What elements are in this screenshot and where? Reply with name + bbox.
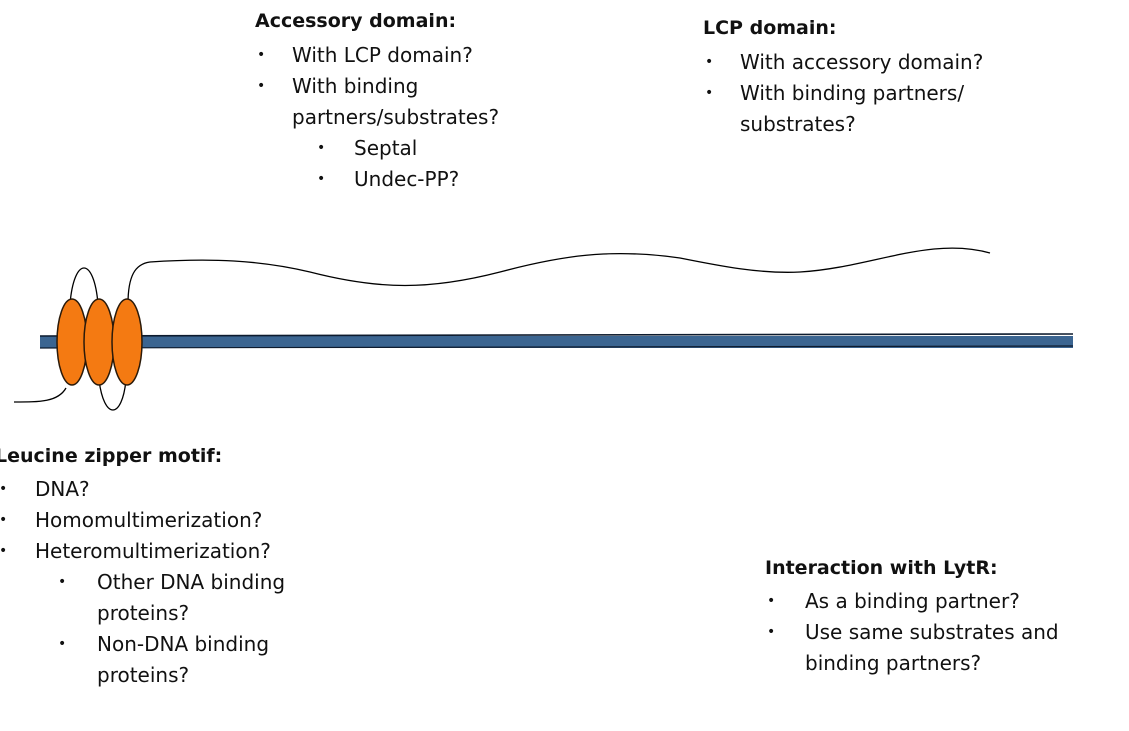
bullet-icon: • [257,47,266,63]
membrane-top-edge [39,333,1074,337]
list-item: • With accessory domain? [703,47,1040,78]
lytr-interaction-heading: Interaction with LytR: [765,557,998,579]
extracellular-chain [127,247,991,305]
accessory-domain-list: • With LCP domain? • With binding partne… [255,40,572,195]
bullet-icon: • [705,54,714,70]
list-item: • DNA? [0,474,347,505]
list-item: • Septal [255,133,572,164]
bullet-icon: • [58,636,67,652]
bullet-icon: • [317,140,326,156]
list-item: • Non-DNA binding proteins? [0,629,337,691]
transmembrane-helix-2 [83,298,115,386]
accessory-domain-heading: Accessory domain: [255,10,457,32]
lcp-domain-list: • With accessory domain? • With binding … [703,47,1040,140]
bullet-icon: • [767,593,776,609]
bullet-icon: • [0,505,7,536]
leucine-zipper-block: Leucine zipper motif: • DNA? • Homomulti… [0,443,347,691]
bullet-icon: • [0,474,7,505]
bullet-icon: • [257,78,266,94]
bullet-icon: • [58,574,67,590]
transmembrane-helix-3 [111,298,143,386]
membrane-bottom-edge [39,345,1074,349]
bullet-icon: • [0,536,7,567]
list-item: • Use same substrates and binding partne… [765,617,1123,679]
bullet-icon: • [705,85,714,101]
leucine-zipper-heading: Leucine zipper motif: [0,445,223,467]
leucine-zipper-list: • DNA? • Homomultimerization? • Heteromu… [0,474,347,691]
list-item: • With binding partners/ substrates? [703,78,1040,140]
lytr-interaction-block: Interaction with LytR: • As a binding pa… [765,555,1123,679]
lytr-interaction-list: • As a binding partner? • Use same subst… [765,586,1123,679]
list-item: • Homomultimerization? [0,505,347,536]
top-loop-1 [69,267,99,305]
bottom-loop [98,379,127,411]
list-item: • As a binding partner? [765,586,1123,617]
bullet-icon: • [317,171,326,187]
accessory-domain-block: Accessory domain: • With LCP domain? • W… [255,8,572,195]
list-item: • Other DNA binding proteins? [0,567,347,629]
list-item: • With LCP domain? [255,40,572,71]
membrane-bar [40,336,1073,348]
list-item: • Heteromultimerization? [0,536,347,567]
lcp-domain-heading: LCP domain: [703,17,837,39]
transmembrane-helix-1 [56,298,88,386]
lcp-domain-block: LCP domain: • With accessory domain? • W… [703,15,1040,140]
list-item: • Undec-PP? [255,164,572,195]
bullet-icon: • [767,624,776,640]
list-item: • With binding partners/substrates? [255,71,572,133]
n-terminal-tail [13,387,67,403]
